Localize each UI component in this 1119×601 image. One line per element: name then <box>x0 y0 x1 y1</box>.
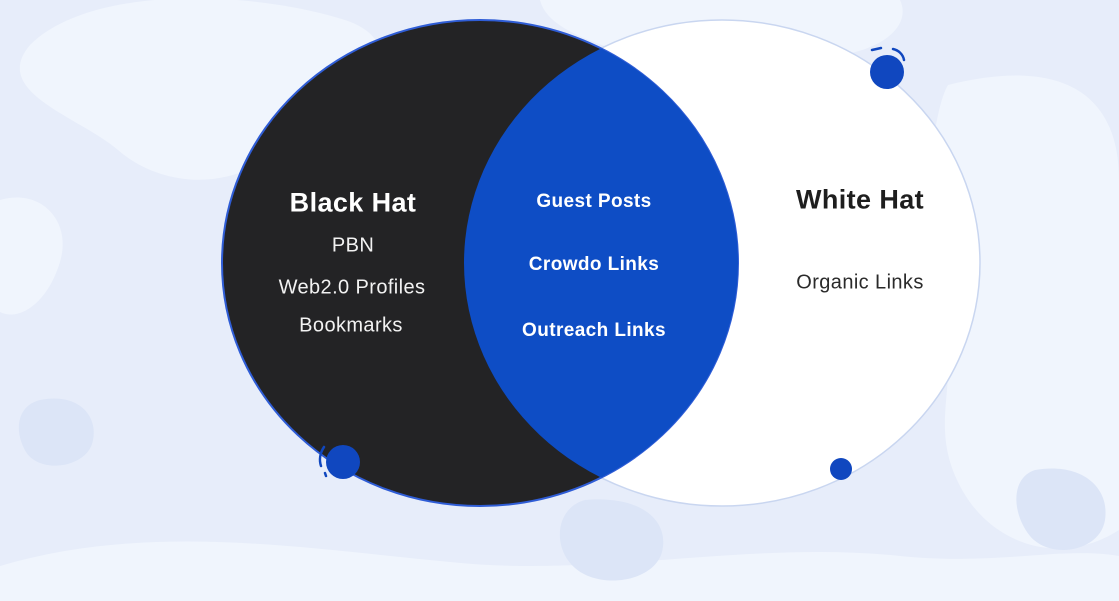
accent-dots <box>318 46 906 480</box>
accent-dot-top-right-sparkle <box>870 46 906 62</box>
white-hat-item-organic-links: Organic Links <box>796 271 924 294</box>
black-hat-item-web2-profiles: Web2.0 Profiles <box>278 276 426 299</box>
black-hat-item-bookmarks: Bookmarks <box>299 314 403 337</box>
black-hat-item-pbn: PBN <box>331 234 375 257</box>
accent-dot-bottom-left-sparkle <box>318 445 328 478</box>
white-hat-title: White Hat <box>795 184 925 215</box>
overlap-item-outreach-links: Outreach Links <box>522 320 666 341</box>
map-water-patches <box>18 398 1106 581</box>
overlap-lens <box>464 20 738 506</box>
accent-dot-bottom-center <box>830 458 852 480</box>
accent-dot-top-right <box>870 55 904 89</box>
overlap-item-guest-posts: Guest Posts <box>536 191 652 212</box>
black-hat-title: Black Hat <box>289 187 417 218</box>
overlap-item-crowdo-links: Crowdo Links <box>528 254 660 275</box>
accent-dot-bottom-left <box>326 445 360 479</box>
